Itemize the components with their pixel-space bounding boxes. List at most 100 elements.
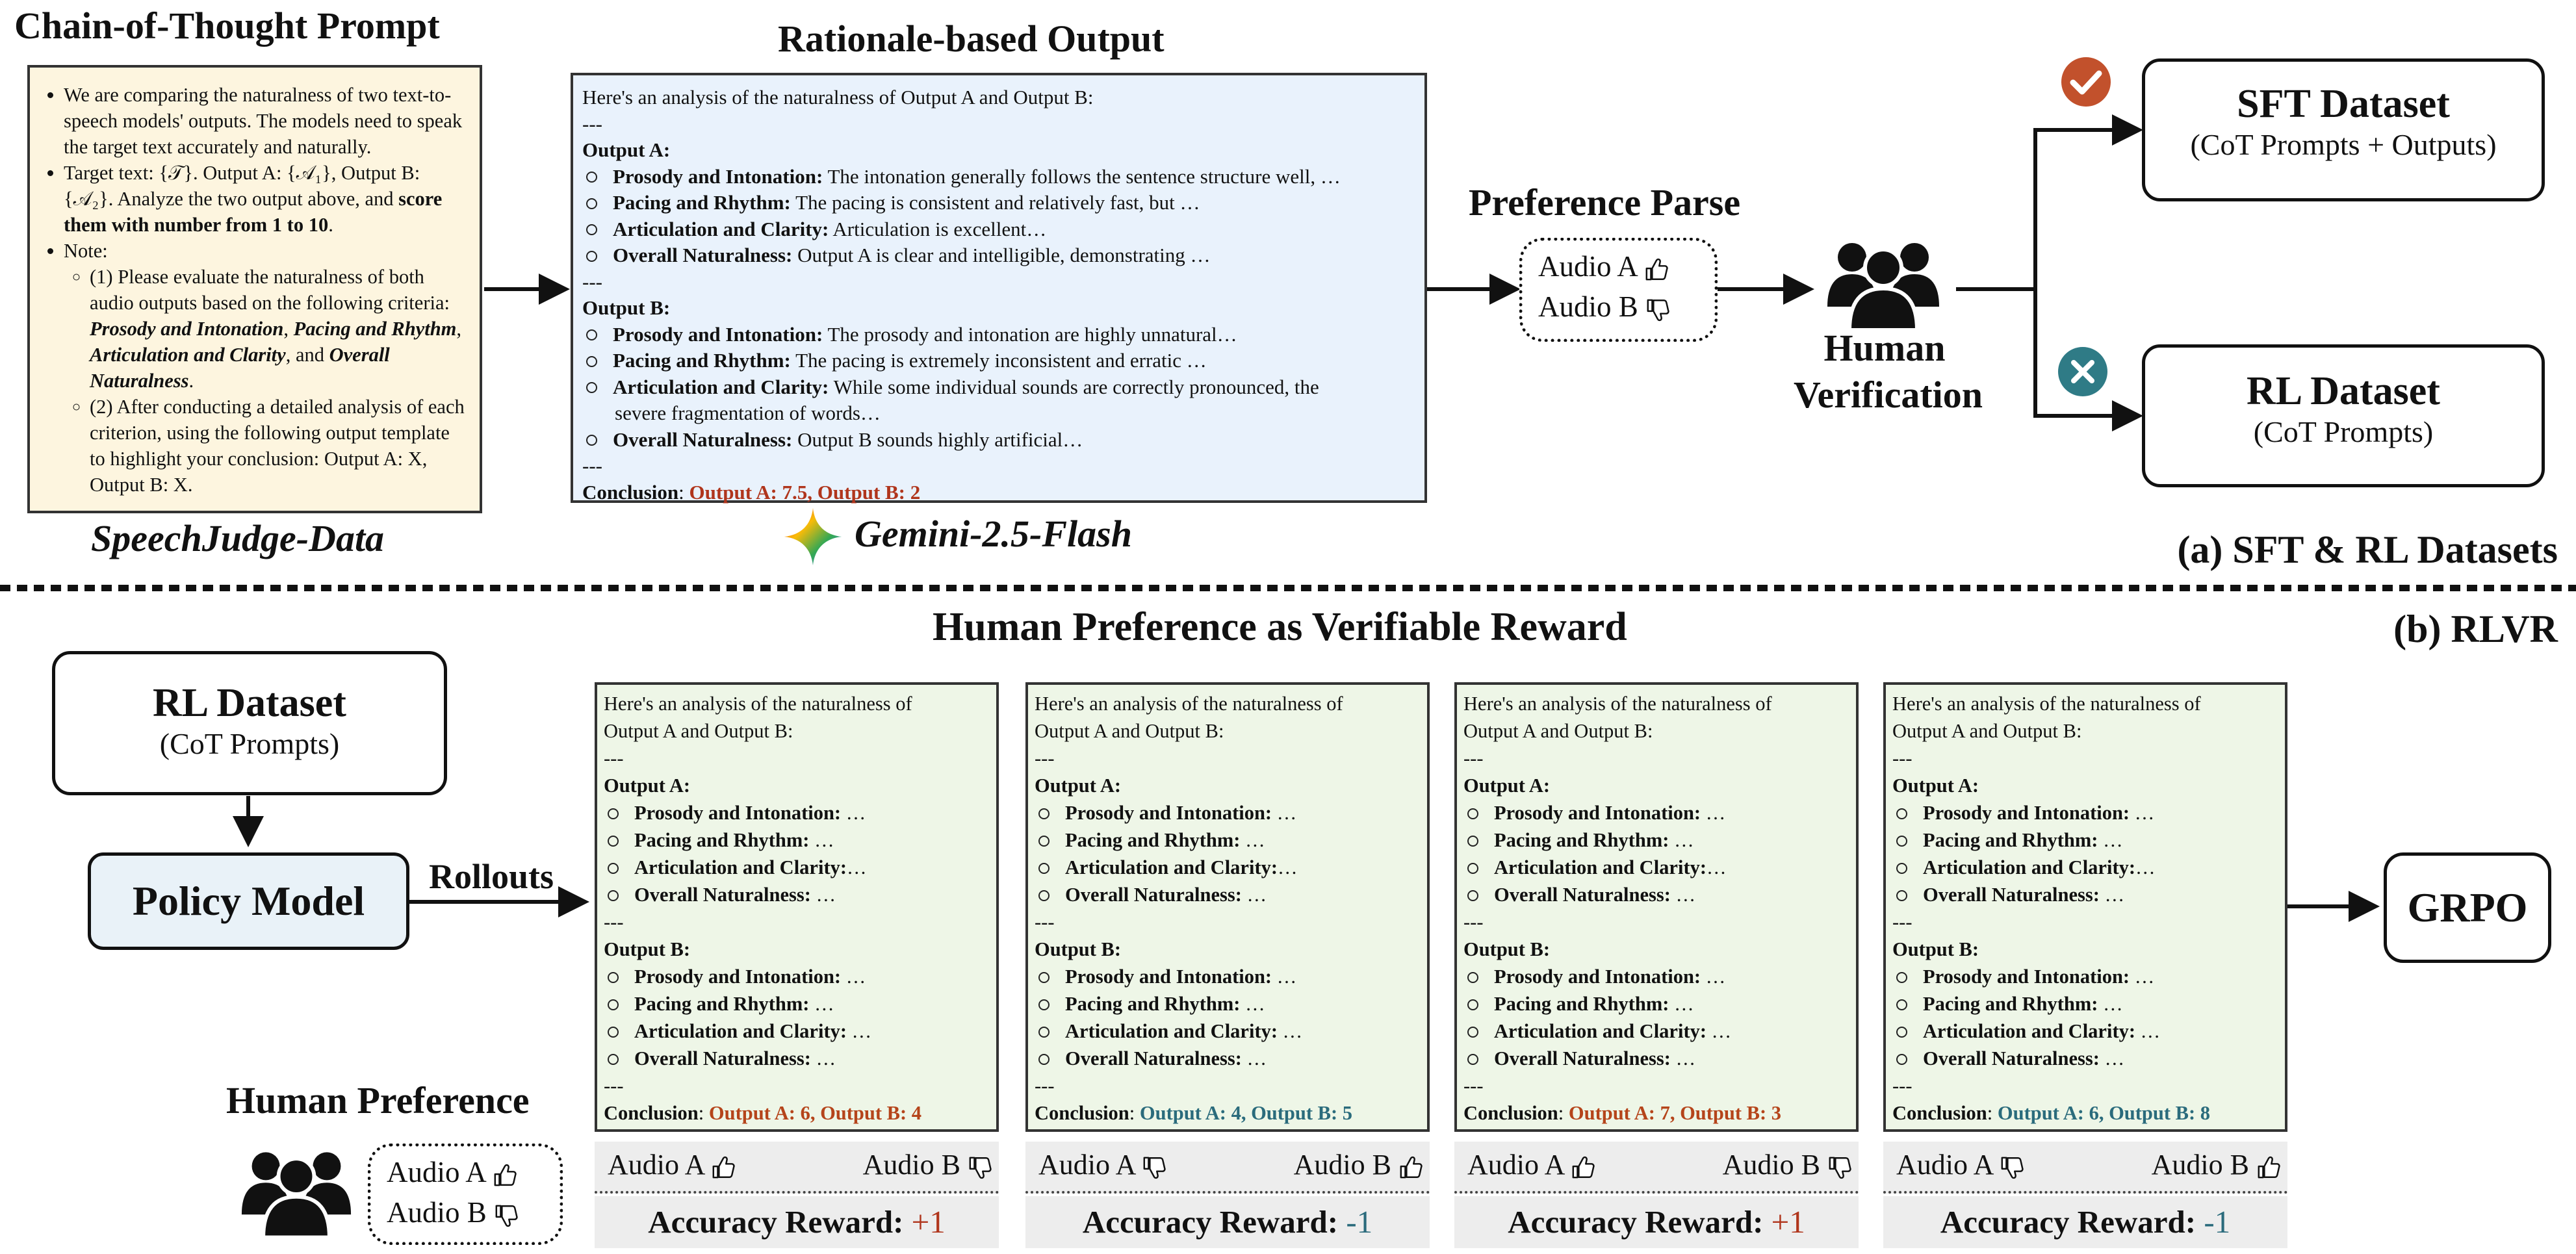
criterion-line: Articulation and Clarity: … xyxy=(1035,1017,1421,1045)
vote-audio-b: Audio B xyxy=(1294,1148,1423,1181)
vote-audio-a: Audio A xyxy=(608,1148,736,1181)
people-icon xyxy=(1827,243,1939,331)
separator: --- xyxy=(604,1075,624,1097)
separator: --- xyxy=(1463,1075,1484,1097)
output-b-heading: Output B: xyxy=(582,296,671,319)
bullet-circle xyxy=(1038,890,1050,901)
rollout-intro: Output A and Output B: xyxy=(1035,720,1224,742)
bullet-circle xyxy=(1467,836,1478,847)
bullet-circle xyxy=(608,863,619,874)
rollout-card: Here's an analysis of the naturalness of… xyxy=(1454,682,1859,1132)
thumbs-up-icon xyxy=(1398,1155,1423,1181)
conclusion: Conclusion: Output A: 7.5, Output B: 2 xyxy=(582,480,921,504)
rl-title: RL Dataset xyxy=(2247,369,2440,413)
output-a-heading: Output A: xyxy=(604,774,691,797)
criterion-line: Articulation and Clarity: … xyxy=(1892,1017,2278,1045)
criterion-line: Articulation and Clarity: … xyxy=(1463,1017,1849,1045)
criterion-line: Overall Naturalness: … xyxy=(1463,1045,1849,1072)
vote-bar: Audio A Audio B xyxy=(595,1142,999,1194)
criterion-line: Overall Naturalness: … xyxy=(1035,1045,1421,1072)
preference-parse-title: Preference Parse xyxy=(1469,181,1741,224)
criterion-line: Pacing and Rhythm: … xyxy=(1463,990,1849,1017)
vote-audio-a: Audio A xyxy=(1896,1148,2024,1181)
criterion-line: Articulation and Clarity:… xyxy=(604,854,990,881)
rollouts-label: Rollouts xyxy=(429,857,554,896)
criterion-line: Overall Naturalness: … xyxy=(1892,1045,2278,1072)
rl-dataset-box-a: RL Dataset (CoT Prompts) xyxy=(2142,344,2545,487)
vote-audio-b: Audio B xyxy=(863,1148,992,1181)
bullet-circle xyxy=(1038,808,1050,819)
cot-bullet: We are comparing the naturalness of two … xyxy=(64,82,465,160)
output-title: Rationale-based Output xyxy=(778,18,1165,60)
criterion-line: Overall Naturalness: … xyxy=(604,1045,990,1072)
vote-audio-b: Audio B xyxy=(1723,1148,1852,1181)
criterion-line: Pacing and Rhythm: … xyxy=(1892,990,2278,1017)
bullet-circle xyxy=(586,355,597,367)
people-icon xyxy=(241,1152,352,1240)
bullet-circle xyxy=(608,1054,619,1065)
bullet-circle xyxy=(586,382,597,394)
thumbs-up-icon xyxy=(711,1155,736,1181)
bullet-circle xyxy=(586,224,597,236)
thumbs-down-icon xyxy=(494,1203,519,1229)
criterion-line: Overall Naturalness: Output B sounds hig… xyxy=(582,427,1415,454)
rl-sub: (CoT Prompts) xyxy=(2253,415,2434,448)
bullet-circle xyxy=(1467,808,1478,819)
rollout-card: Here's an analysis of the naturalness of… xyxy=(595,682,999,1132)
criterion-line: Articulation and Clarity:… xyxy=(1463,854,1849,881)
rlvr-title: Human Preference as Verifiable Reward xyxy=(933,605,1627,649)
output-intro: Here's an analysis of the naturalness of… xyxy=(582,86,1094,109)
bullet-circle xyxy=(1896,972,1907,983)
separator: --- xyxy=(604,911,624,933)
accuracy-reward: Accuracy Reward: -1 xyxy=(1883,1196,2287,1248)
criterion-line: Pacing and Rhythm: … xyxy=(1463,826,1849,854)
cot-title: Chain-of-Thought Prompt xyxy=(14,5,440,47)
bullet-circle xyxy=(608,1027,619,1038)
rollout-card: Here's an analysis of the naturalness of… xyxy=(1025,682,1430,1132)
gemini-star-icon xyxy=(784,507,842,566)
criterion-line: Articulation and Clarity: … xyxy=(604,1017,990,1045)
sft-title: SFT Dataset xyxy=(2237,82,2450,126)
vote-bar: Audio A Audio B xyxy=(1025,1142,1430,1194)
separator: --- xyxy=(582,454,602,477)
output-a-heading: Output A: xyxy=(582,138,671,161)
bullet-circle xyxy=(1896,1027,1907,1038)
vote-bar: Audio A Audio B xyxy=(1454,1142,1859,1194)
criterion-line: Pacing and Rhythm: The pacing is consist… xyxy=(582,190,1415,216)
criterion-line: Overall Naturalness: … xyxy=(604,881,990,908)
check-icon xyxy=(2061,57,2111,107)
bullet-circle xyxy=(1038,836,1050,847)
bullet-circle xyxy=(586,172,597,183)
vote-bar: Audio A Audio B xyxy=(1883,1142,2287,1194)
separator: --- xyxy=(1892,911,1913,933)
separator: --- xyxy=(1463,747,1484,769)
criterion-line: Overall Naturalness: Output A is clear a… xyxy=(582,242,1415,269)
vote-audio-a: Audio A xyxy=(1467,1148,1595,1181)
thumbs-down-icon xyxy=(1827,1155,1852,1181)
separator: --- xyxy=(1892,1075,1913,1097)
panel-label-b: (b) RLVR xyxy=(2393,608,2558,650)
bullet-circle xyxy=(1038,1027,1050,1038)
bullet-circle xyxy=(1896,1054,1907,1065)
output-a-heading: Output A: xyxy=(1035,774,1122,797)
thumbs-up-icon xyxy=(2256,1155,2281,1181)
criterion-line: Articulation and Clarity:… xyxy=(1892,854,2278,881)
thumbs-down-icon xyxy=(2000,1155,2024,1181)
thumbs-up-icon xyxy=(1571,1155,1595,1181)
bullet-circle xyxy=(586,198,597,209)
bullet-circle xyxy=(586,435,597,446)
sft-sub: (CoT Prompts + Outputs) xyxy=(2190,128,2497,161)
sft-dataset-box: SFT Dataset (CoT Prompts + Outputs) xyxy=(2142,58,2545,201)
criterion-line: Prosody and Intonation: The prosody and … xyxy=(582,322,1415,348)
rollout-intro: Output A and Output B: xyxy=(1463,720,1653,742)
cot-bullet: Target text: {𝒯}. Output A: {𝒜₁}, Output… xyxy=(64,160,465,238)
separator: --- xyxy=(1035,1075,1055,1097)
criterion-line: Pacing and Rhythm: … xyxy=(1035,990,1421,1017)
vote-audio-a: Audio A xyxy=(1038,1148,1166,1181)
criterion-line: Pacing and Rhythm: … xyxy=(1035,826,1421,854)
criterion-line: Prosody and Intonation: … xyxy=(1892,799,2278,826)
separator: --- xyxy=(1035,747,1055,769)
separator: --- xyxy=(1035,911,1055,933)
bullet-circle xyxy=(1038,1054,1050,1065)
bullet-circle xyxy=(1038,863,1050,874)
